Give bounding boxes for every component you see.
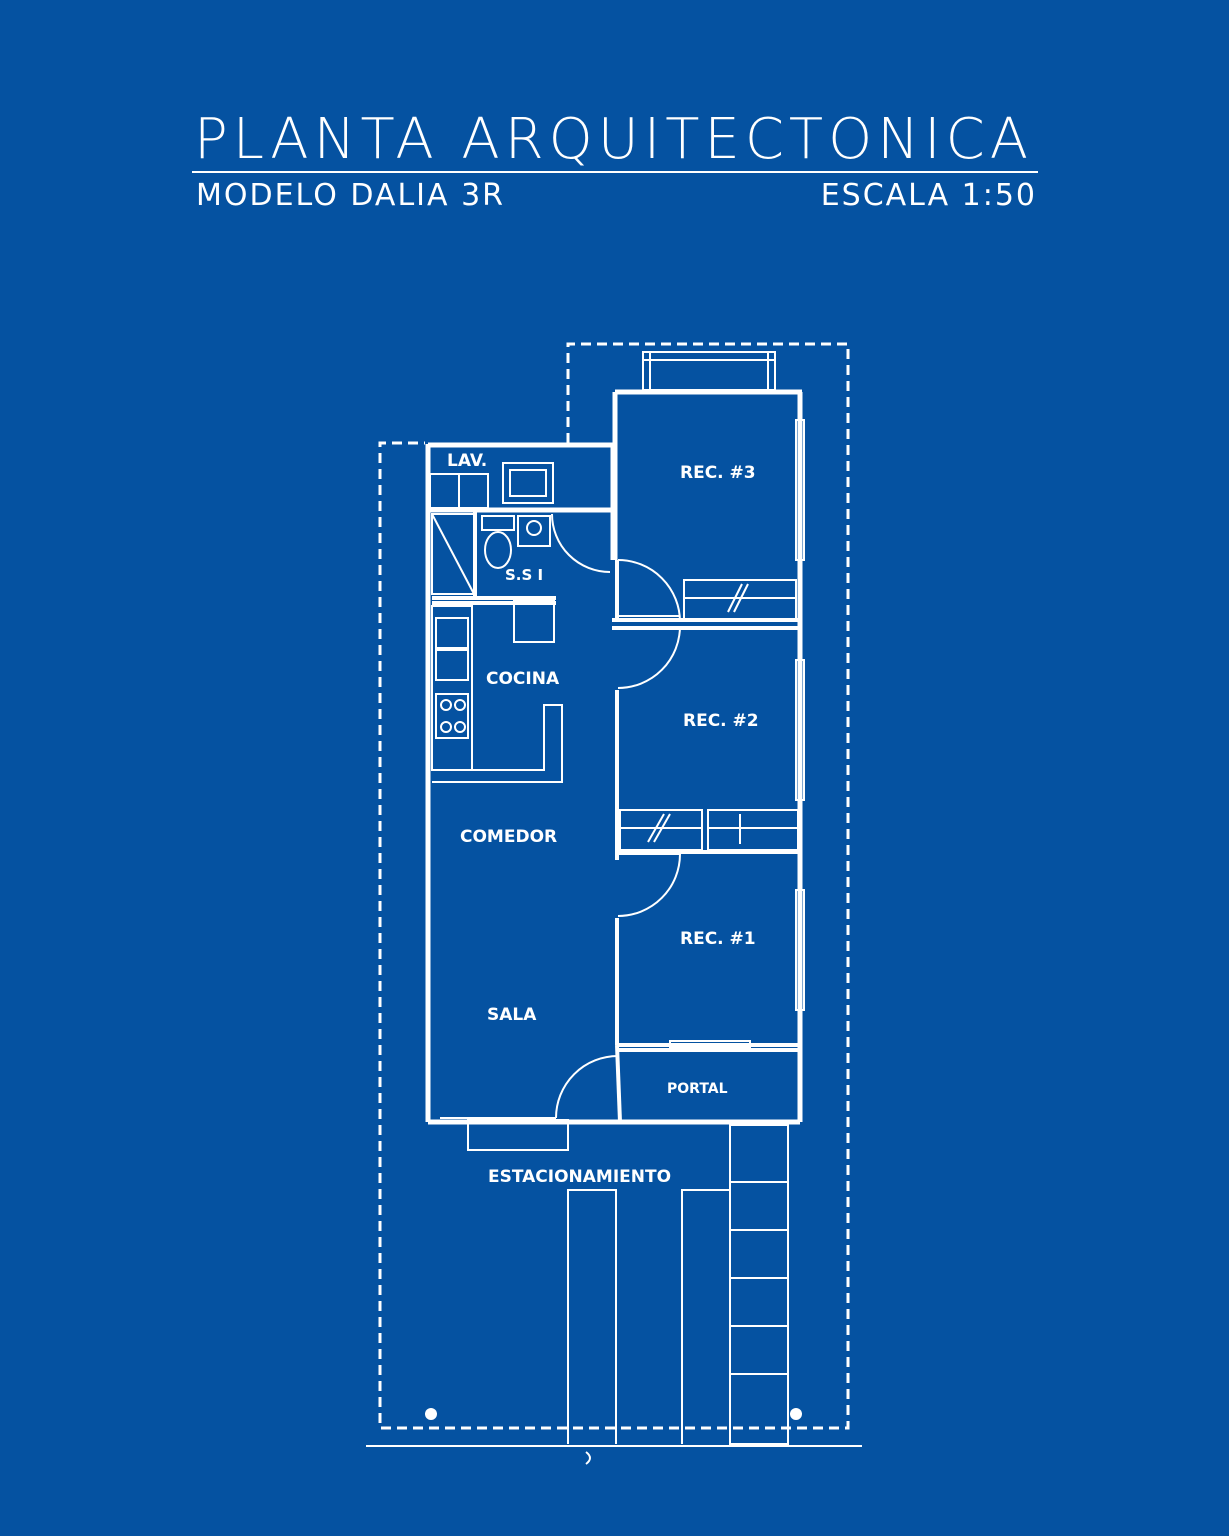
label-kitchen: COCINA [486,669,560,689]
label-living: SALA [487,1005,537,1025]
title-underline [192,171,1038,173]
kitchen-fixtures [431,599,563,783]
property-boundary [378,342,850,1430]
parking-lines [366,1124,862,1465]
drawing-scale: ESCALA 1:50 [820,178,1037,213]
exterior-walls [425,389,803,1125]
bathroom-fixtures [431,513,551,595]
model-name: MODELO DALIA 3R [196,178,505,213]
interior-walls [432,510,800,1123]
label-laundry: LAV. [447,451,487,471]
label-bedroom-2: REC. #2 [683,711,759,731]
label-parking: ESTACIONAMIENTO [488,1167,671,1187]
laundry-fixtures [429,462,554,509]
door-swings [551,513,681,1119]
label-dining: COMEDOR [460,827,557,847]
windows [440,351,805,1151]
label-porch: PORTAL [667,1081,728,1097]
closets [619,579,799,851]
label-bedroom-1: REC. #1 [680,929,756,949]
label-bathroom: S.S I [505,566,543,584]
plan-title: PLANTA ARQUITECTONICA [194,107,1034,172]
label-bedroom-3: REC. #3 [680,463,756,483]
boundary-markers [425,1408,802,1420]
